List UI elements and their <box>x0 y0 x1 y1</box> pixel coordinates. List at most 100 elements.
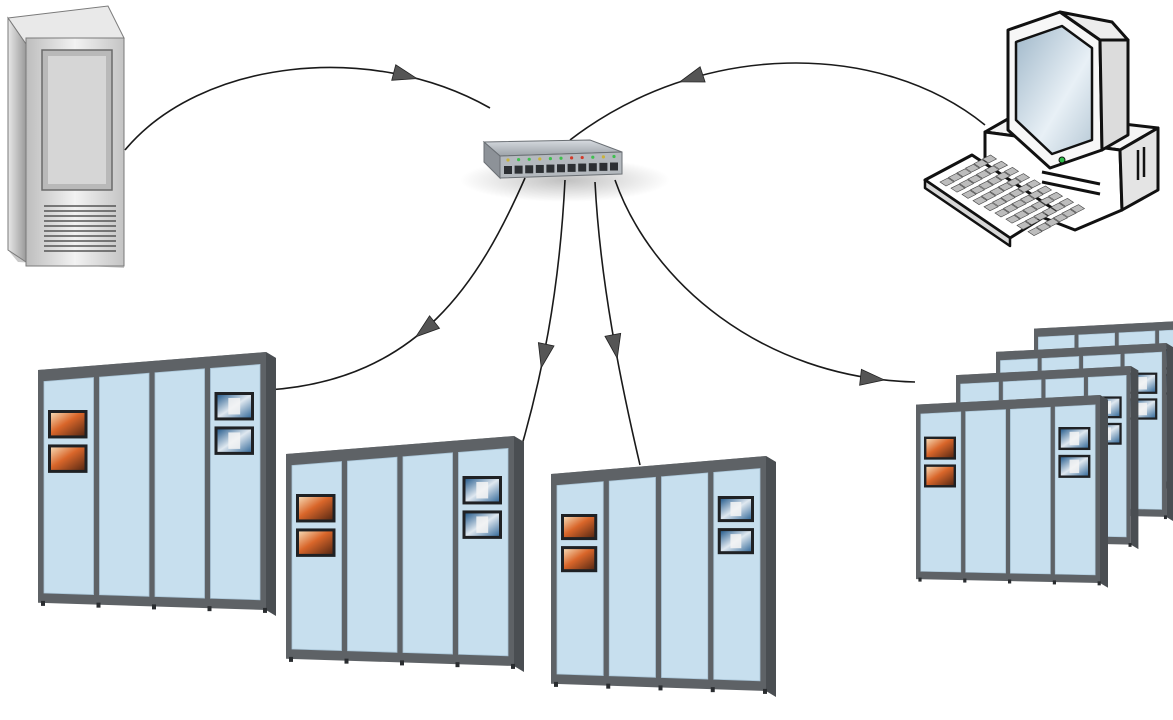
display-screen <box>299 497 333 520</box>
arrowhead-6 <box>859 368 886 386</box>
edge-server-hub <box>124 66 491 151</box>
cabinet-foot <box>1008 579 1012 584</box>
keyboard-key <box>947 173 964 182</box>
screen-content <box>1069 431 1080 446</box>
server-tower-icon <box>7 5 125 268</box>
cabinet-side <box>766 456 776 697</box>
hub-led <box>548 157 553 161</box>
keyboard-key <box>961 190 977 199</box>
network-switch-icon <box>460 139 670 202</box>
screen-content <box>1138 377 1147 390</box>
cabinet-foot <box>963 578 967 583</box>
cabinet-glass-panel <box>347 456 398 653</box>
cabinet-glass-panel <box>154 368 205 599</box>
keyboard-key <box>1005 214 1021 224</box>
keyboard-key <box>1025 179 1042 189</box>
hub-port <box>535 164 544 173</box>
keyboard-key <box>1011 199 1027 209</box>
keyboard-key <box>958 179 975 188</box>
keyboard-key <box>1030 201 1047 210</box>
hub-port <box>567 163 576 172</box>
display-wall-3 <box>551 456 776 697</box>
keyboard-key <box>1041 207 1058 216</box>
display-screen <box>51 447 85 470</box>
keyboard-key <box>984 165 1000 175</box>
hub-port <box>504 166 512 174</box>
display-screen <box>926 466 954 486</box>
keyboard-key <box>939 177 955 187</box>
hub-led <box>591 155 595 159</box>
keyboard-key <box>978 180 994 190</box>
hub-led <box>570 156 574 160</box>
arrowhead-3 <box>414 315 441 338</box>
cabinet-glass-panel <box>608 476 656 678</box>
keyboard-key <box>972 196 988 205</box>
cabinet-foot <box>96 602 101 608</box>
display-screen <box>564 517 595 538</box>
hub-led <box>506 158 510 162</box>
cabinet-glass-panel <box>1010 406 1051 575</box>
hub-led <box>601 155 606 159</box>
hub-led <box>538 157 542 161</box>
arrowhead-5 <box>604 332 622 360</box>
cabinet-foot <box>1052 580 1056 585</box>
cabinet-glass-panel <box>556 481 604 676</box>
display-wall-stack <box>916 321 1173 588</box>
cabinet-foot <box>1128 543 1132 547</box>
cabinet-foot <box>554 681 558 687</box>
keyboard-key <box>997 182 1014 192</box>
keyboard-key <box>1008 188 1025 198</box>
arrowhead-4 <box>537 342 555 369</box>
screen-content <box>228 398 241 415</box>
cabinet-frame <box>286 436 514 666</box>
cabinet-glass-panel <box>99 372 150 597</box>
edge-hub-stack <box>614 179 916 383</box>
keyboard-key <box>973 159 989 168</box>
cabinet-foot <box>918 577 922 582</box>
hub-led <box>559 156 563 160</box>
display-screen <box>299 531 333 554</box>
keyboard-key <box>1000 193 1016 202</box>
keyboard-key <box>992 160 1009 170</box>
keyboard-key <box>1019 194 1036 204</box>
cabinet-side <box>1100 395 1108 588</box>
hub-port <box>525 165 534 174</box>
keyboard-key <box>1050 202 1066 212</box>
hub-port <box>557 164 565 173</box>
screen-content <box>1138 402 1147 416</box>
hub-led <box>612 154 616 159</box>
keyboard-key <box>981 154 998 164</box>
cabinet-glass-panel <box>965 409 1006 574</box>
cabinet-foot <box>606 683 611 689</box>
cabinet-glass-panel <box>210 364 261 601</box>
cabinet-side <box>266 352 276 616</box>
keyboard-key <box>1013 210 1030 219</box>
keyboard-key <box>1044 218 1060 227</box>
keyboard-key <box>1036 185 1053 195</box>
cabinet-foot <box>763 688 767 694</box>
screen-content <box>228 432 241 449</box>
cabinet-side <box>1166 343 1173 521</box>
connector-arrowheads <box>391 64 886 386</box>
edge-workstation-hub <box>569 62 986 141</box>
display-wall-2 <box>286 436 524 672</box>
cabinet-glass-panel <box>402 452 453 655</box>
screen-content <box>476 482 489 499</box>
hub-port <box>578 163 587 172</box>
keyboard-key <box>1014 173 1031 182</box>
keyboard-key <box>983 202 999 212</box>
hub-led <box>580 155 584 160</box>
keyboard-key <box>1017 184 1033 193</box>
keyboard-key <box>1047 191 1064 201</box>
display-screen <box>564 549 595 570</box>
cabinet-foot <box>152 604 156 610</box>
cabinet-frame <box>38 352 266 610</box>
keyboard-key <box>1052 213 1069 223</box>
cabinet-foot <box>1097 581 1101 586</box>
hub-port <box>546 164 555 173</box>
display-screen <box>926 439 954 458</box>
keyboard-key <box>967 174 983 184</box>
cabinet-frame <box>551 456 766 691</box>
keyboard-key <box>991 197 1008 207</box>
